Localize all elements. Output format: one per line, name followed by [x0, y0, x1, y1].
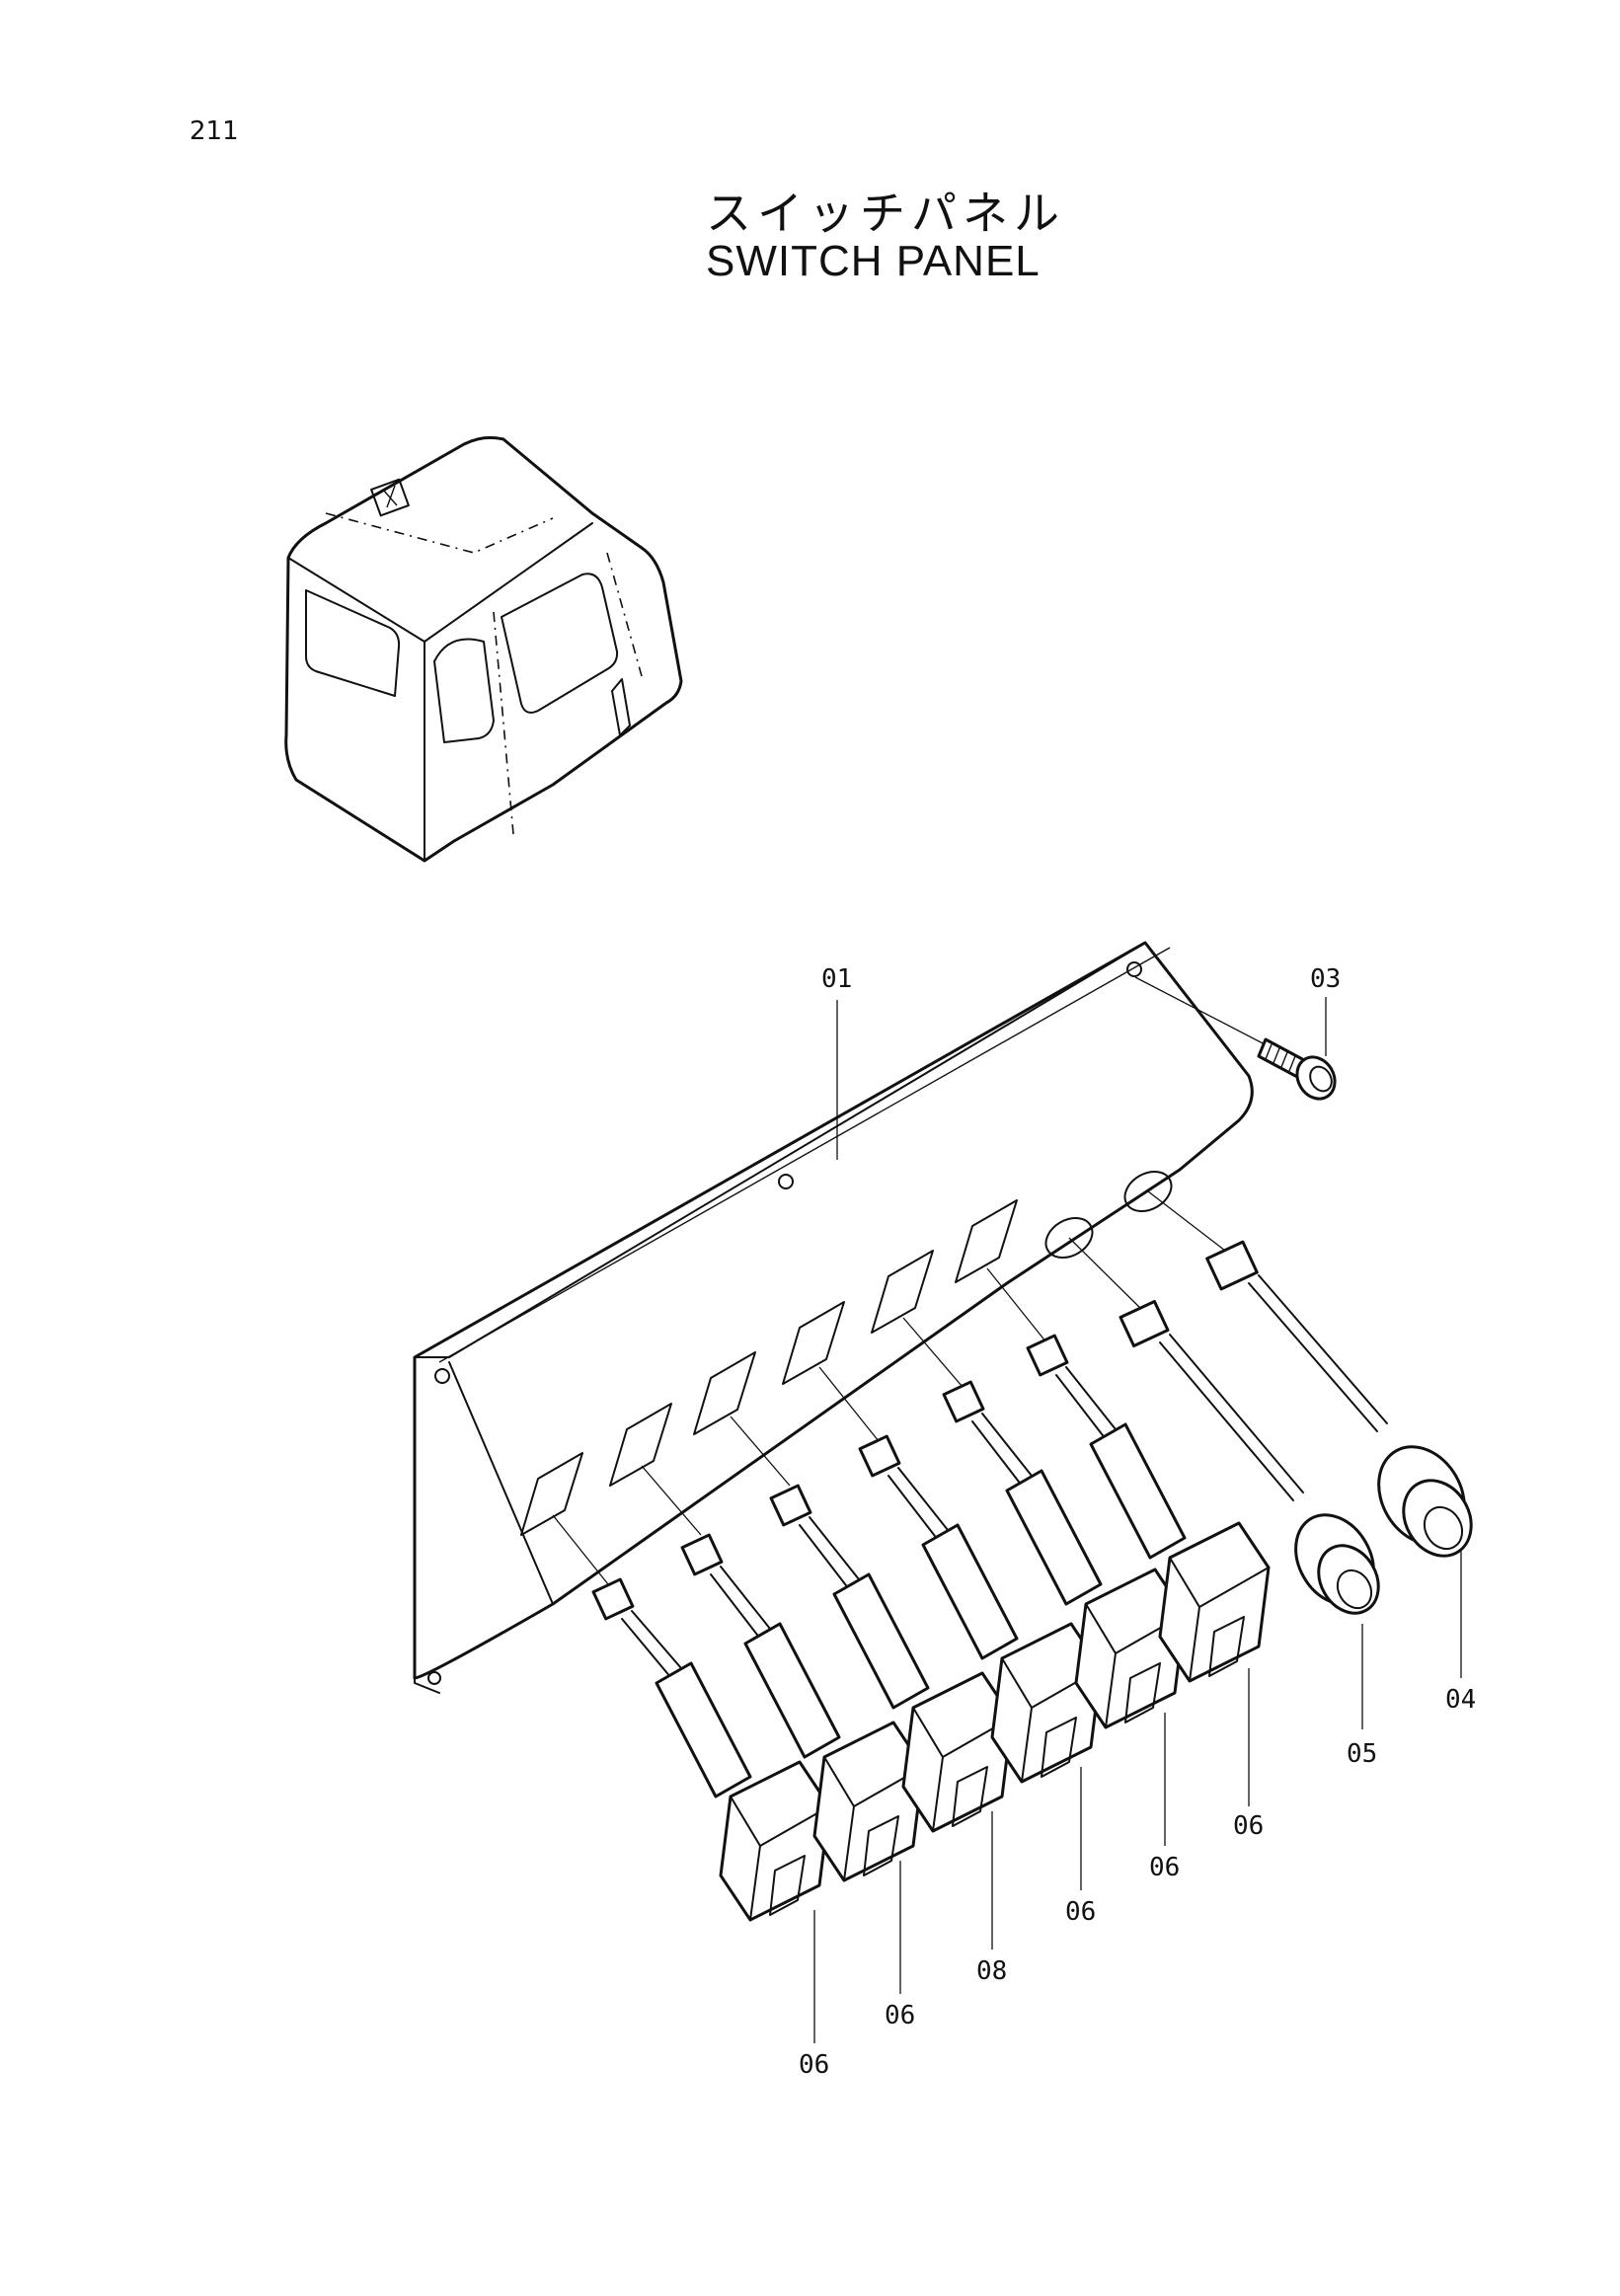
- round-cutout: [1123, 1171, 1173, 1212]
- rocker-switch-assemblies: [552, 1267, 1271, 1922]
- callout-leaders: [813, 997, 1462, 2043]
- title-japanese: スイッチパネル: [706, 187, 1065, 240]
- callout-05: 05: [1347, 1739, 1377, 1769]
- callout-06-e: 06: [1233, 1811, 1264, 1841]
- round-indicator-part-04: [1147, 1190, 1473, 1558]
- callout-06-d: 06: [1149, 1853, 1180, 1882]
- callout-03: 03: [1310, 964, 1341, 994]
- rocker-switch: [552, 1514, 831, 1922]
- callout-06-b: 06: [885, 2001, 915, 2030]
- round-indicator-part-05: [1068, 1237, 1380, 1615]
- rocker-switch: [986, 1267, 1271, 1683]
- switch-panel-plate: [413, 941, 1254, 1694]
- callout-08: 08: [976, 1956, 1007, 1986]
- rocker-switch: [730, 1416, 1014, 1833]
- rocker-switch: [641, 1465, 925, 1882]
- callout-01: 01: [821, 964, 852, 994]
- title-english: SWITCH PANEL: [706, 237, 1041, 285]
- callout-06-a: 06: [799, 2050, 829, 2080]
- rocker-switch: [818, 1366, 1103, 1784]
- screw-part-03: [1134, 976, 1337, 1101]
- cab-locator-view: [284, 435, 683, 863]
- callout-06-c: 06: [1065, 1897, 1096, 1927]
- page-number: 211: [190, 116, 239, 146]
- switch-cutouts: [520, 1199, 1018, 1536]
- rocker-switch: [902, 1317, 1187, 1729]
- round-cutout: [1044, 1217, 1094, 1259]
- callout-04: 04: [1445, 1685, 1476, 1715]
